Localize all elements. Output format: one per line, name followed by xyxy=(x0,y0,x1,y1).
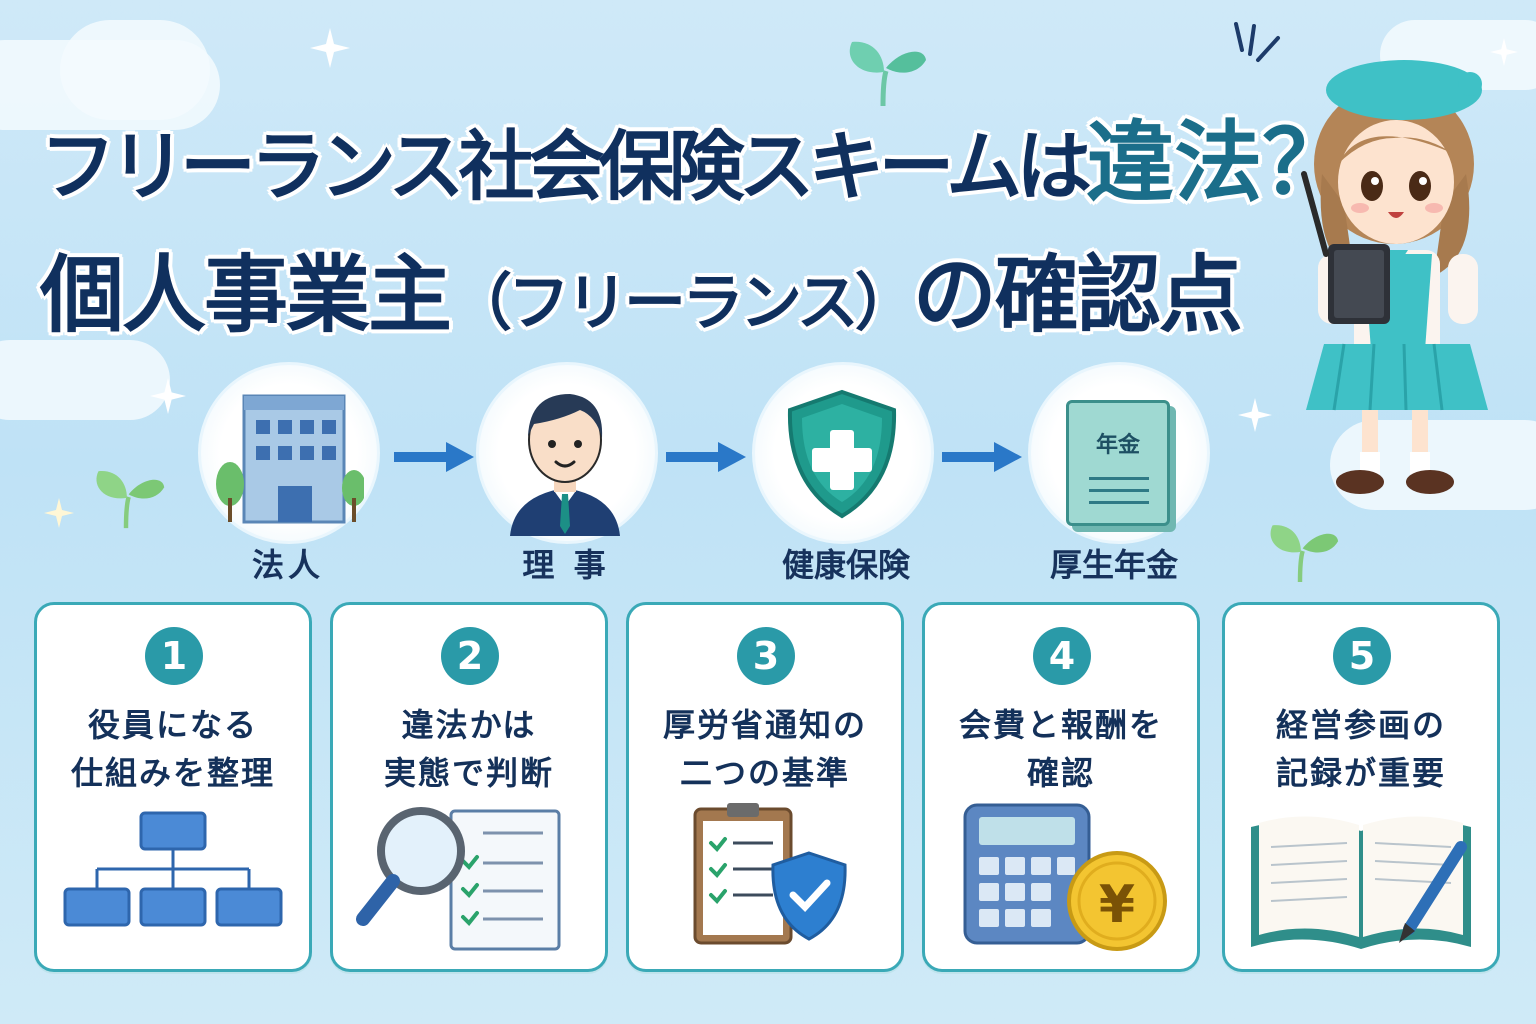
arrow-right-icon xyxy=(394,442,474,472)
point-number-badge: 3 xyxy=(737,627,795,685)
arrow-right-icon xyxy=(942,442,1022,472)
point-card-1: 1 役員になる仕組みを整理 xyxy=(34,602,312,972)
sprout-icon xyxy=(96,471,165,529)
sparkle-icon xyxy=(44,498,74,528)
flow-label-director: 理 事 xyxy=(522,546,610,584)
point-number-badge: 5 xyxy=(1333,627,1391,685)
point-text-line1: 厚労省通知の xyxy=(662,706,867,744)
cloud-decoration xyxy=(60,20,210,120)
point-text-line1: 経営参画の xyxy=(1275,706,1446,744)
shield-cross-icon xyxy=(787,389,897,519)
magnifier-checklist-icon xyxy=(356,807,561,951)
point-text-line1: 役員になる xyxy=(87,706,258,744)
point-text: 役員になる仕組みを整理 xyxy=(47,701,299,797)
emphasis-lines-icon xyxy=(1234,22,1280,62)
flow-label-corporation: 法人 xyxy=(251,546,324,584)
businessman-icon xyxy=(510,394,620,536)
point-number-badge: 4 xyxy=(1033,627,1091,685)
flow-circle-pension xyxy=(1028,362,1210,544)
calculator-icon xyxy=(963,803,1167,951)
point-card-3: 3 厚労省通知の二つの基準 xyxy=(626,602,904,972)
flow-label-pension: 厚生年金 xyxy=(1049,546,1178,584)
building-icon xyxy=(216,394,364,524)
notebook-pen-icon xyxy=(1251,816,1471,949)
page-title-line1: フリーランス社会保険スキームは違法？ xyxy=(40,92,1350,219)
girl-character-illustration xyxy=(1301,60,1488,494)
pension-book-label: 年金 xyxy=(1095,433,1140,458)
book-line xyxy=(1089,477,1149,480)
title-line2-tail: の確認点 xyxy=(912,246,1243,344)
sparkle-icon xyxy=(150,378,186,414)
point-text-line2: 記録が重要 xyxy=(1275,754,1446,792)
point-text: 厚労省通知の二つの基準 xyxy=(639,701,891,797)
title-line2-main: 個人事業主 xyxy=(40,246,452,344)
point-text: 会費と報酬を確認 xyxy=(935,701,1187,797)
title-main: フリーランス社会保険スキームは xyxy=(40,122,1092,211)
yen-coin-label: ¥ xyxy=(1098,875,1136,935)
title-accent: 違法？ xyxy=(1086,111,1351,214)
title-line2-paren: （フリーランス） xyxy=(450,266,917,339)
sparkle-icon xyxy=(1238,398,1272,432)
point-text: 違法かは実態で判断 xyxy=(343,701,595,797)
point-number-badge: 2 xyxy=(441,627,499,685)
point-text-line2: 二つの基準 xyxy=(679,754,850,792)
page-title-line2: 個人事業主（フリーランス）の確認点 xyxy=(40,228,1243,349)
point-text-line2: 仕組みを整理 xyxy=(70,754,275,792)
point-text-line2: 実態で判断 xyxy=(383,754,554,792)
book-line xyxy=(1089,489,1149,492)
point-text-line1: 違法かは xyxy=(401,706,537,744)
point-card-5: 5 経営参画の記録が重要 xyxy=(1222,602,1500,972)
cloud-decoration xyxy=(0,340,170,420)
flow-label-health-insurance: 健康保険 xyxy=(781,546,910,584)
arrow-right-icon xyxy=(666,442,746,472)
sparkle-icon xyxy=(310,28,350,68)
point-text: 経営参画の記録が重要 xyxy=(1235,701,1487,797)
point-text-line2: 確認 xyxy=(1026,754,1095,792)
point-text-line1: 会費と報酬を xyxy=(958,706,1163,744)
point-card-4: 4 会費と報酬を確認 ¥ xyxy=(922,602,1200,972)
sprout-icon xyxy=(1270,525,1339,582)
point-number-badge: 1 xyxy=(145,627,203,685)
point-card-2: 2 違法かは実態で判断 xyxy=(330,602,608,972)
sprout-icon xyxy=(849,41,926,106)
pension-book-icon: 年金 xyxy=(1066,400,1170,526)
org-chart-icon xyxy=(63,811,283,927)
sparkle-icon xyxy=(1490,38,1518,66)
book-line xyxy=(1089,501,1149,504)
clipboard-shield-icon xyxy=(693,803,847,945)
